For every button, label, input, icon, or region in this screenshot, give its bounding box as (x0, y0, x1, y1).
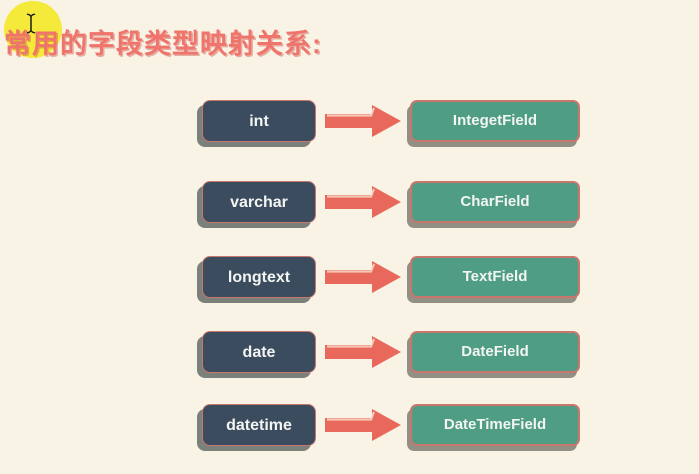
arrow-right-icon (325, 105, 401, 137)
mapping-row: datetime DateTimeField (0, 404, 699, 448)
yellow-highlight-dot (4, 1, 62, 58)
mapping-row: longtext TextField (0, 256, 699, 300)
text-cursor-icon (26, 13, 36, 34)
arrow-right-icon (325, 186, 401, 218)
mapping-row: varchar CharField (0, 181, 699, 225)
arrow-right-icon (325, 336, 401, 368)
model-field-box: CharField (410, 181, 580, 223)
db-type-box: int (202, 100, 316, 142)
mapping-row: int IntegetField (0, 100, 699, 144)
arrow-right-icon (325, 261, 401, 293)
arrow-right-icon (325, 409, 401, 441)
db-type-box: varchar (202, 181, 316, 223)
model-field-box: DateTimeField (410, 404, 580, 446)
db-type-box: date (202, 331, 316, 373)
model-field-box: DateField (410, 331, 580, 373)
model-field-box: IntegetField (410, 100, 580, 142)
page-title: 常用的字段类型映射关系: (4, 29, 322, 59)
model-field-box: TextField (410, 256, 580, 298)
db-type-box: datetime (202, 404, 316, 446)
mapping-row: date DateField (0, 331, 699, 375)
db-type-box: longtext (202, 256, 316, 298)
